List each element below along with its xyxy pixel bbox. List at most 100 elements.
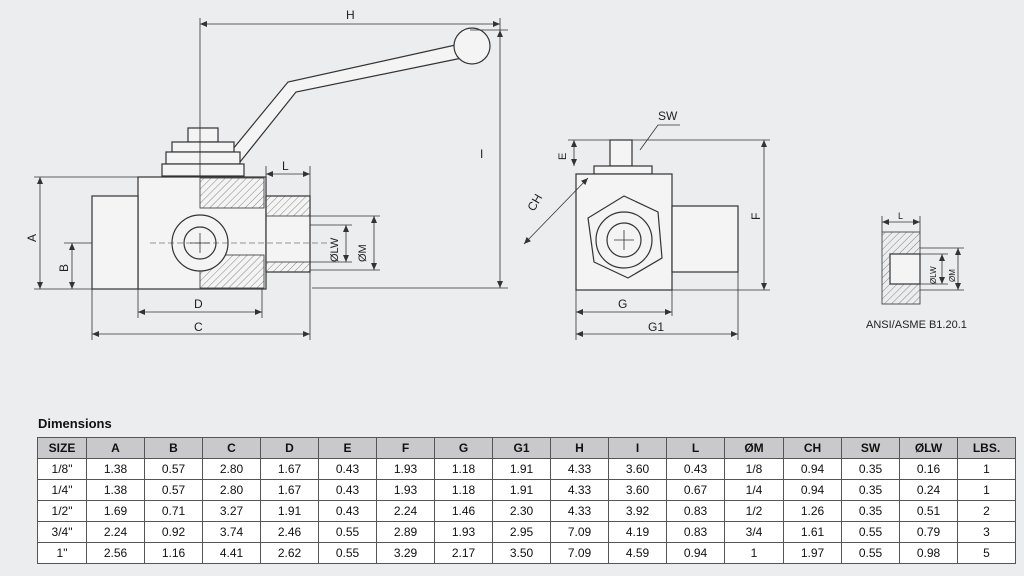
table-cell: 0.98	[899, 542, 958, 564]
handle-knob	[453, 27, 491, 65]
column-header: LBS.	[957, 437, 1016, 459]
table-cell: 1.18	[434, 458, 493, 480]
table-cell: 1"	[37, 542, 87, 564]
column-header: G	[434, 437, 493, 459]
table-cell: 1.26	[783, 500, 842, 522]
table-cell: 0.55	[841, 521, 900, 543]
table-cell: 1.46	[434, 500, 493, 522]
label-G1: G1	[648, 320, 664, 334]
label-F: F	[749, 213, 763, 220]
label-small-M: ØM	[948, 269, 957, 282]
front-view: H I L ØLW ØM A B D	[25, 8, 508, 340]
table-cell: 2.30	[492, 500, 551, 522]
table-cell: 1.93	[434, 521, 493, 543]
table-cell: 4.33	[550, 479, 609, 501]
column-header: G1	[492, 437, 551, 459]
stem-nut	[187, 127, 219, 143]
table-cell: 3.60	[608, 458, 667, 480]
table-cell: 1.67	[260, 458, 319, 480]
side-stem	[609, 139, 633, 167]
table-cell: 0.51	[899, 500, 958, 522]
table-cell: 0.57	[144, 479, 203, 501]
table-cell: 0.94	[783, 479, 842, 501]
table-cell: 0.43	[318, 458, 377, 480]
column-header: ØM	[724, 437, 784, 459]
table-cell: 2.24	[376, 500, 435, 522]
label-M: ØM	[357, 244, 369, 262]
table-cell: 2	[957, 500, 1016, 522]
label-L: L	[282, 159, 289, 173]
table-cell: 0.94	[666, 542, 725, 564]
table-cell: 1	[957, 458, 1016, 480]
table-cell: 1.38	[86, 479, 145, 501]
table-cell: 3.74	[202, 521, 261, 543]
table-cell: 3.50	[492, 542, 551, 564]
table-cell: 1/2	[724, 500, 784, 522]
valve-handle	[227, 43, 463, 163]
table-cell: 1.61	[783, 521, 842, 543]
label-C: C	[194, 320, 203, 334]
column-header: L	[666, 437, 725, 459]
table-cell: 4.33	[550, 458, 609, 480]
table-cell: 2.89	[376, 521, 435, 543]
column-header: E	[318, 437, 377, 459]
table-cell: 1.93	[376, 479, 435, 501]
table-cell: 2.80	[202, 458, 261, 480]
table-cell: 1.91	[492, 458, 551, 480]
label-LW: ØLW	[329, 237, 341, 262]
left-port	[91, 195, 139, 290]
table-cell: 2.24	[86, 521, 145, 543]
technical-drawing: H I L ØLW ØM A B D	[25, 8, 967, 340]
table-cell: 0.55	[841, 542, 900, 564]
table-cell: 0.71	[144, 500, 203, 522]
label-B: B	[57, 264, 71, 272]
table-cell: 4.19	[608, 521, 667, 543]
side-port	[671, 205, 739, 273]
side-view: SW E F CH G G1	[523, 109, 770, 340]
table-cell: 0.35	[841, 479, 900, 501]
column-header: SW	[841, 437, 900, 459]
table-cell: 4.59	[608, 542, 667, 564]
table-cell: 1/8	[724, 458, 784, 480]
table-cell: 1.91	[492, 479, 551, 501]
table-cell: 0.94	[783, 458, 842, 480]
table-cell: 2.95	[492, 521, 551, 543]
table-cell: 1.91	[260, 500, 319, 522]
label-small-LW: ØLW	[929, 266, 938, 284]
table-cell: 4.33	[550, 500, 609, 522]
table-cell: 0.43	[318, 479, 377, 501]
label-D: D	[194, 297, 203, 311]
column-header: H	[550, 437, 609, 459]
table-cell: 3.92	[608, 500, 667, 522]
table-cell: 0.83	[666, 500, 725, 522]
table-cell: 1/4	[724, 479, 784, 501]
table-cell: 2.17	[434, 542, 493, 564]
table-cell: 3.29	[376, 542, 435, 564]
table-cell: 7.09	[550, 521, 609, 543]
label-SW: SW	[658, 109, 678, 123]
table-cell: 0.57	[144, 458, 203, 480]
label-I: I	[480, 147, 483, 161]
table-cell: 3/4	[724, 521, 784, 543]
table-cell: 0.16	[899, 458, 958, 480]
table-cell: 0.43	[318, 500, 377, 522]
table-cell: 0.67	[666, 479, 725, 501]
table-cell: 1	[724, 542, 784, 564]
table-cell: 1/8"	[37, 458, 87, 480]
table-cell: 1/2"	[37, 500, 87, 522]
table-cell: 0.55	[318, 542, 377, 564]
column-header: D	[260, 437, 319, 459]
table-cell: 0.35	[841, 500, 900, 522]
label-E: E	[557, 153, 569, 160]
table-cell: 3.60	[608, 479, 667, 501]
table-cell: 1.16	[144, 542, 203, 564]
label-small-L: L	[898, 211, 903, 221]
table-cell: 3	[957, 521, 1016, 543]
table-cell: 1.67	[260, 479, 319, 501]
table-cell: 0.92	[144, 521, 203, 543]
